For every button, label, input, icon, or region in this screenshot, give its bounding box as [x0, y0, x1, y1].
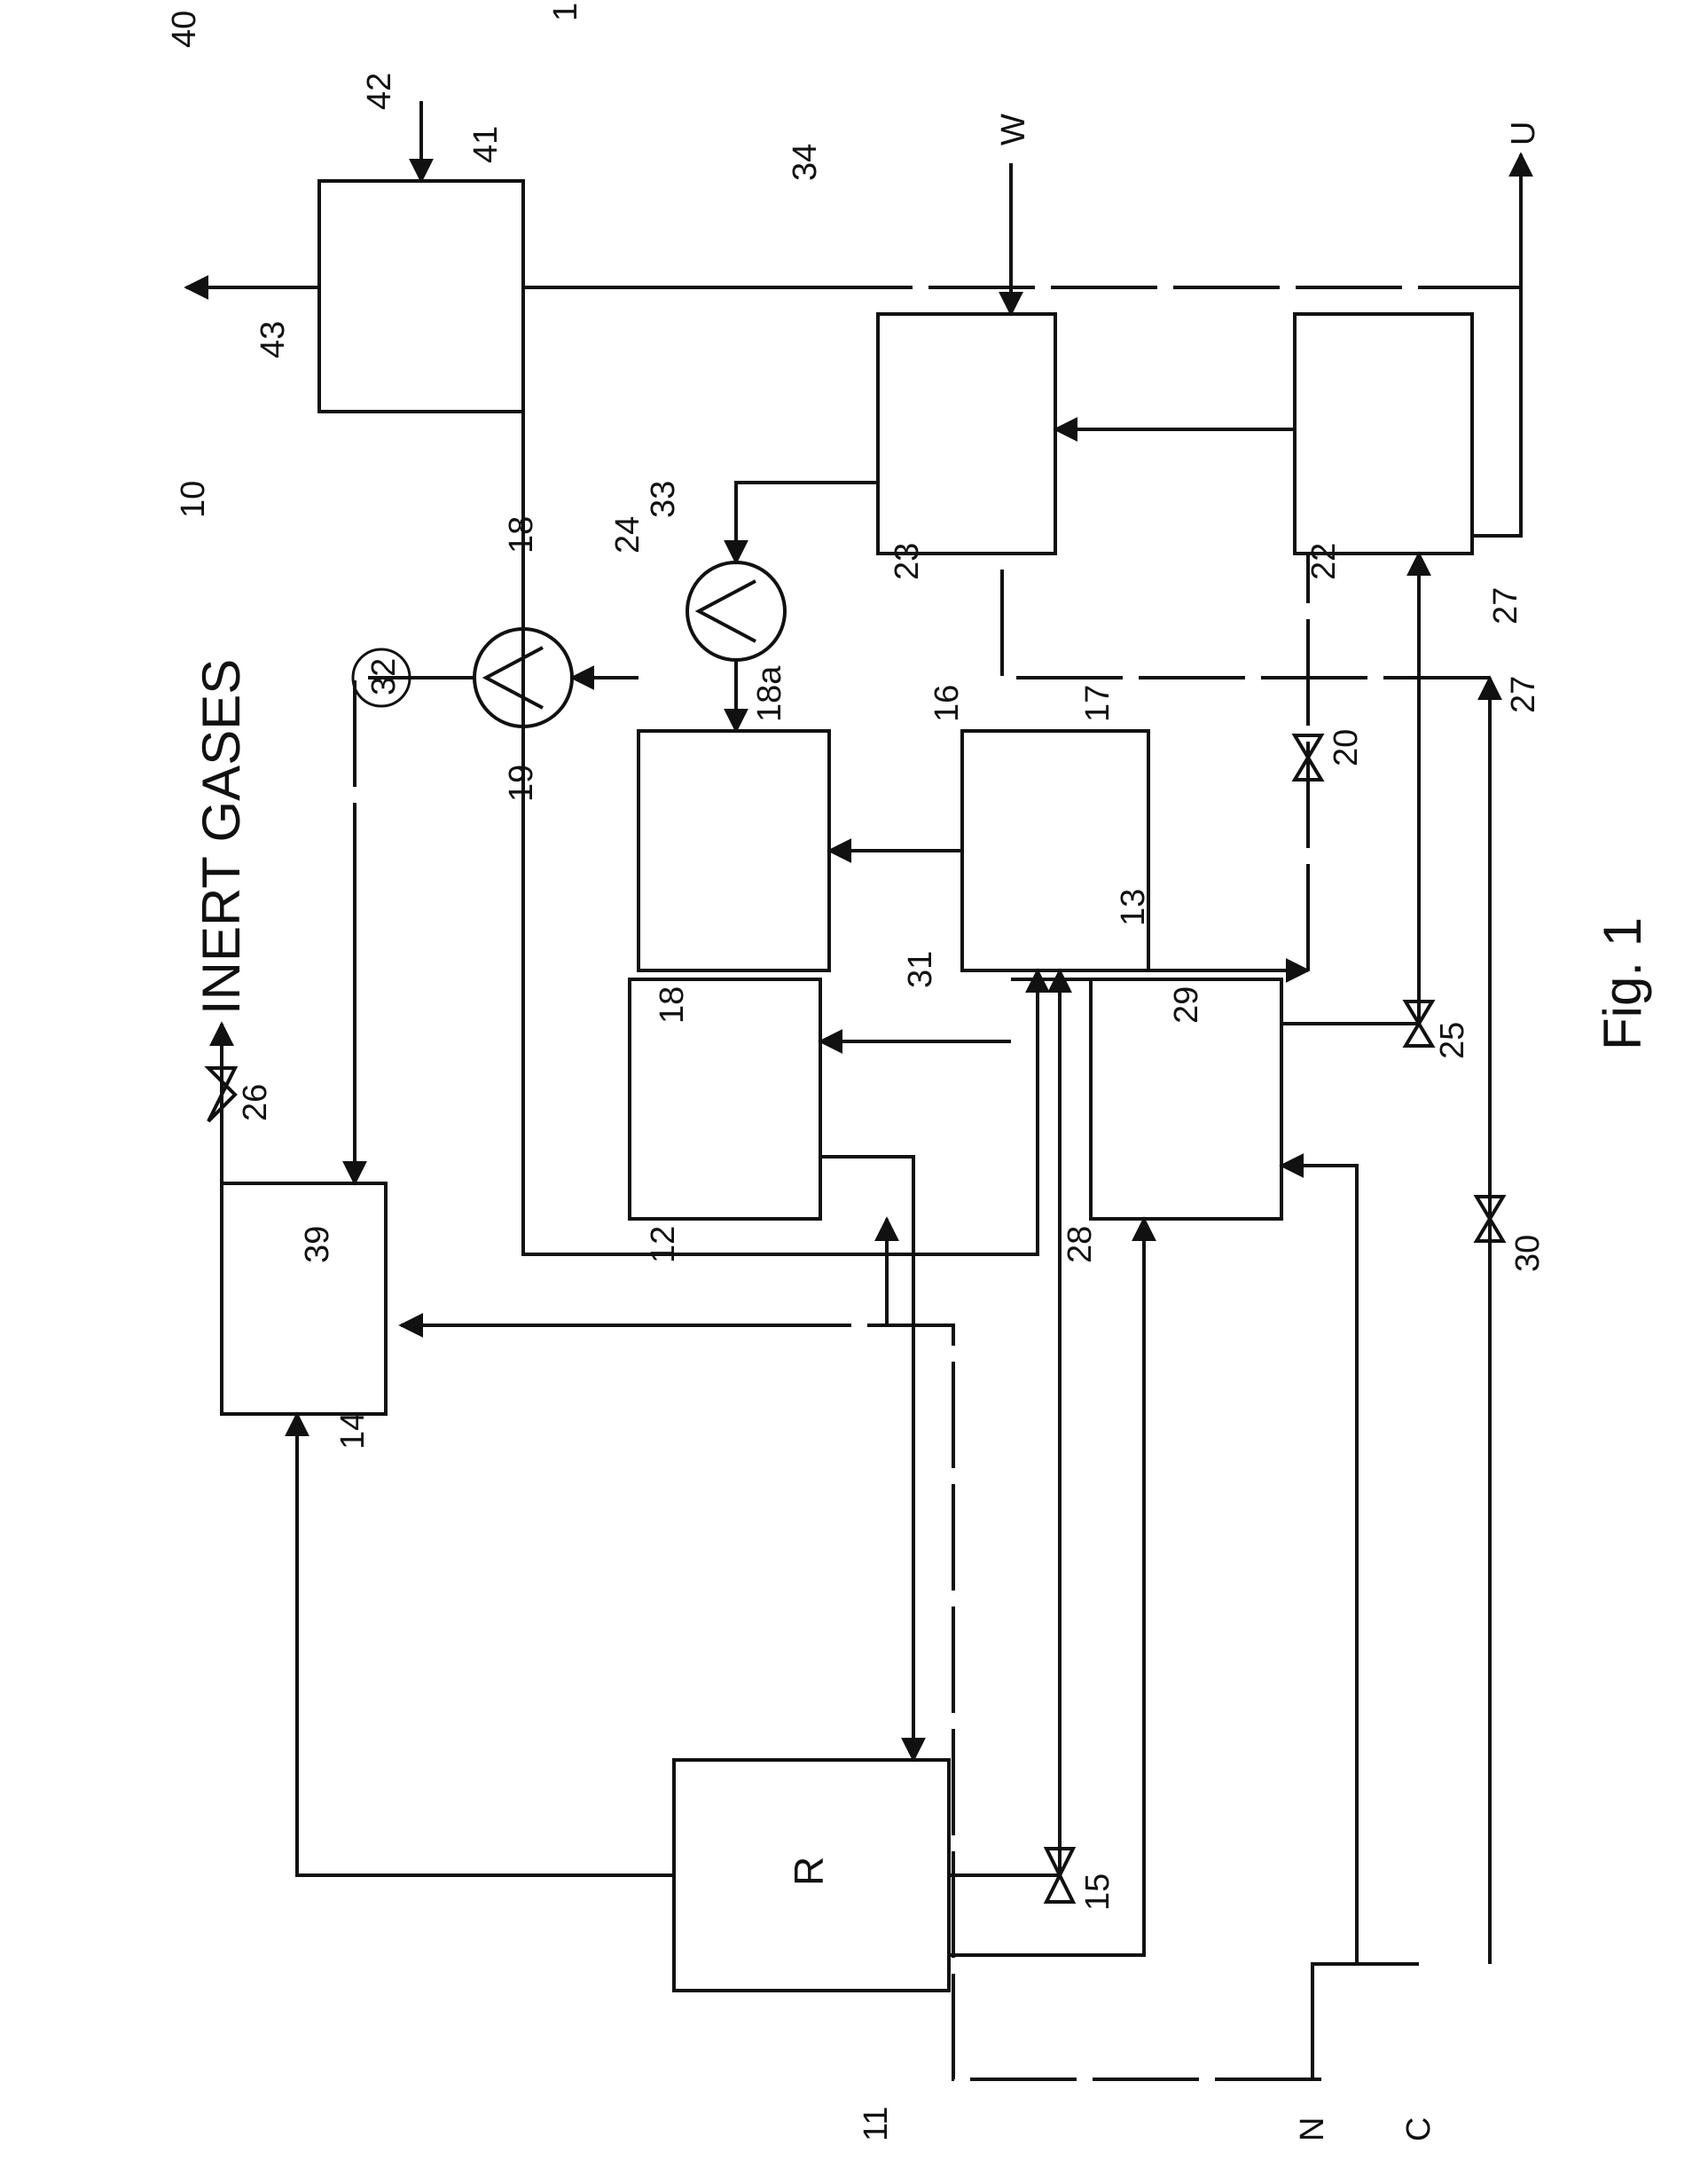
- ref-16: 16: [928, 685, 966, 722]
- ref-22: 22: [1305, 543, 1343, 580]
- line-27-dashed: [1002, 554, 1490, 678]
- line-39: [355, 678, 474, 1183]
- line-c-to-13: [1281, 1166, 1357, 1964]
- ref-18-side: 18: [654, 986, 691, 1024]
- stream-w: W: [995, 114, 1032, 145]
- line-reactor-to-14: [297, 1414, 674, 1875]
- ref-41: 41: [467, 126, 505, 163]
- line-u: [1472, 154, 1521, 536]
- ref-10: 10: [175, 481, 212, 518]
- box-17: [962, 731, 1148, 970]
- line-33: [736, 483, 878, 562]
- inert-gases-label: INERT GASES: [192, 659, 251, 1015]
- line-12-to-reactor: [820, 1157, 913, 1760]
- box-18: [639, 731, 829, 970]
- ref-29: 29: [1168, 986, 1205, 1024]
- box-23: [878, 314, 1055, 554]
- box-22: [1295, 314, 1472, 554]
- ref-42: 42: [361, 73, 398, 110]
- ref-19: 19: [503, 765, 540, 802]
- ref-11: 11: [858, 2107, 895, 2141]
- ref-14: 14: [334, 1412, 372, 1449]
- stream-u: U: [1505, 122, 1542, 145]
- ref-12: 12: [645, 1226, 682, 1263]
- ref-30: 30: [1509, 1235, 1547, 1272]
- ref-23: 23: [889, 543, 926, 580]
- line-c: [1312, 1964, 1419, 2079]
- ref-20: 20: [1328, 729, 1365, 766]
- ref-39: 39: [299, 1226, 336, 1263]
- ref-33: 33: [645, 481, 682, 518]
- ref-31: 31: [902, 951, 939, 988]
- ref-27-b: 27: [1505, 676, 1542, 713]
- box-41: [319, 181, 523, 412]
- ref-25: 25: [1434, 1022, 1471, 1059]
- ref-18-top: 18: [503, 516, 540, 554]
- ref-17: 17: [1079, 685, 1116, 722]
- ref-34: 34: [787, 144, 824, 181]
- ref-15: 15: [1079, 1873, 1116, 1911]
- stream-n: N: [1294, 2117, 1331, 2141]
- ref-40: 40: [166, 11, 203, 48]
- ref-27-a: 27: [1487, 587, 1524, 624]
- ref-18a: 18a: [751, 665, 788, 722]
- rotated-drawing: R: [166, 3, 1652, 2141]
- ref-1: 1: [547, 3, 584, 21]
- figure-caption: Fig. 1: [1593, 917, 1652, 1050]
- reactor-label: R: [786, 1857, 832, 1886]
- ref-24: 24: [609, 516, 646, 554]
- line-13-to-22: [1281, 554, 1419, 1219]
- ref-28: 28: [1062, 1226, 1099, 1263]
- ref-32: 32: [365, 658, 403, 695]
- ref-13: 13: [1115, 889, 1152, 926]
- stream-c: C: [1400, 2117, 1438, 2141]
- ref-26: 26: [237, 1084, 274, 1121]
- line-reactor-to-13: [949, 1219, 1144, 1955]
- ref-43: 43: [255, 321, 292, 358]
- scrubber-box-14: [222, 1183, 386, 1414]
